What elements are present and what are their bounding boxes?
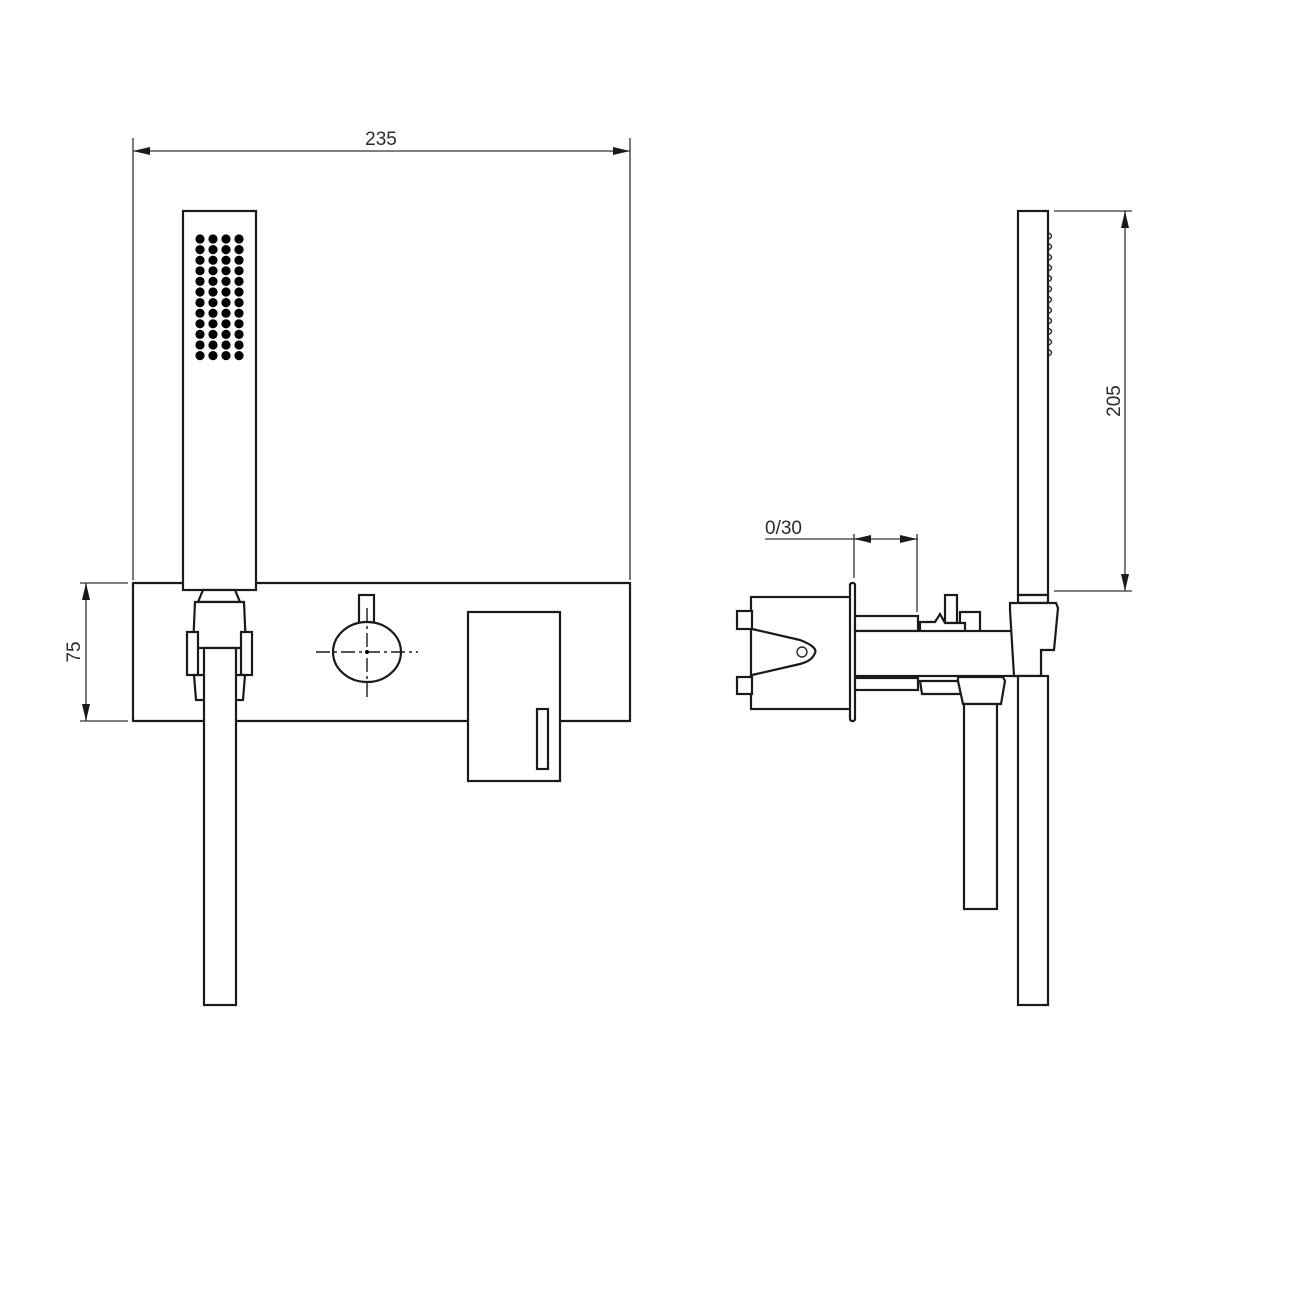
nozzle [208, 351, 218, 361]
nozzle [221, 329, 231, 339]
lower-sleeve [853, 676, 920, 692]
dimension-plate-height: 75 [64, 582, 128, 722]
wall-plate [131, 581, 632, 723]
nozzle [208, 276, 218, 286]
nozzle [208, 287, 218, 297]
nozzle [234, 329, 244, 339]
nozzle-side [1047, 337, 1053, 347]
nozzle [195, 308, 205, 318]
nozzle [208, 245, 218, 255]
nozzle [195, 276, 205, 286]
nozzle-side [1047, 242, 1053, 251]
nozzle [234, 351, 244, 361]
nozzle-grid [195, 234, 244, 361]
nozzle [208, 308, 218, 318]
nozzle [195, 351, 205, 361]
nozzle [195, 319, 205, 329]
dimension-label-length: 205 [1104, 385, 1125, 417]
nozzle-side [1047, 231, 1053, 241]
handshower-head [181, 209, 258, 592]
nozzle-side [1047, 327, 1053, 336]
nozzle-side [1047, 348, 1053, 357]
nozzle [221, 255, 231, 265]
in-wall-body [735, 595, 853, 711]
nozzle [221, 308, 231, 318]
nozzle [195, 245, 205, 255]
nozzle [208, 266, 218, 276]
upper-sleeve [853, 614, 920, 633]
nozzle [195, 287, 205, 297]
nozzle [234, 308, 244, 318]
dimension-label-width: 235 [365, 129, 397, 150]
mixer-lever-side [918, 675, 1007, 911]
nozzle-side [1047, 274, 1053, 283]
nozzle [234, 234, 244, 244]
nozzle [195, 255, 205, 265]
shower-hose [202, 646, 238, 1007]
nozzle [195, 329, 205, 339]
nozzle [208, 329, 218, 339]
nozzle [208, 340, 218, 350]
handshower-side [1008, 209, 1060, 1007]
dimension-label-adjustment: 0/30 [765, 518, 802, 539]
dimension-handshower-length: 205 [1054, 210, 1132, 592]
nozzle [208, 234, 218, 244]
nozzle [208, 298, 218, 308]
nozzle [221, 298, 231, 308]
nozzle [234, 266, 244, 276]
nozzle [234, 340, 244, 350]
nozzle [221, 287, 231, 297]
nozzle [195, 340, 205, 350]
nozzle [221, 351, 231, 361]
nozzle [234, 298, 244, 308]
front-view: 235 75 [64, 129, 632, 1007]
diverter-knob-side [918, 593, 982, 634]
diverter-knob[interactable] [316, 593, 418, 697]
nozzle-side [1047, 263, 1053, 272]
nozzle [195, 234, 205, 244]
nozzle [234, 276, 244, 286]
nozzle-side [1047, 306, 1053, 315]
nozzle [221, 319, 231, 329]
nozzle [221, 340, 231, 350]
dimension-wall-adjustment: 0/30 [765, 518, 918, 612]
dimension-overall-width: 235 [132, 129, 631, 580]
nozzle [208, 319, 218, 329]
side-nozzle-row [1047, 231, 1053, 357]
nozzle [234, 287, 244, 297]
side-view: 0/30 [735, 209, 1132, 1007]
nozzle [234, 245, 244, 255]
nozzle [221, 276, 231, 286]
nozzle-side [1047, 284, 1053, 294]
nozzle [234, 319, 244, 329]
nozzle [195, 266, 205, 276]
nozzle [221, 245, 231, 255]
nozzle [195, 298, 205, 308]
dimension-label-height: 75 [64, 641, 85, 662]
nozzle-side [1047, 295, 1053, 304]
nozzle [234, 255, 244, 265]
mixer-lever-handle[interactable] [466, 610, 562, 783]
nozzle [208, 255, 218, 265]
nozzle-side [1047, 316, 1053, 325]
nozzle [221, 266, 231, 276]
nozzle-side [1047, 253, 1053, 262]
nozzle [221, 234, 231, 244]
